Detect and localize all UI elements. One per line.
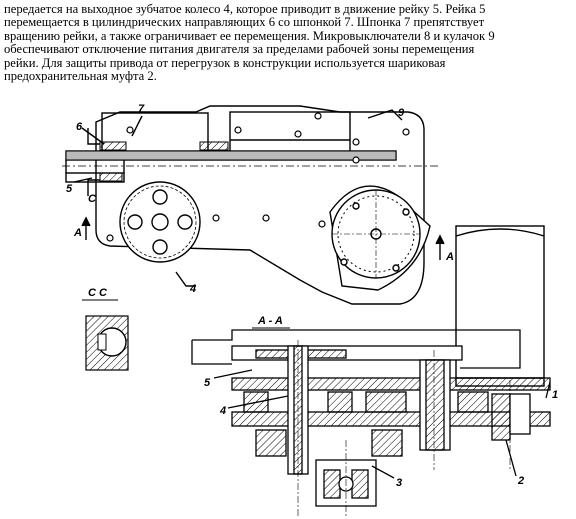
description-paragraph: передается на выходное зубчатое колесо 4… (4, 2, 570, 84)
section-mark-a-left: A (73, 227, 82, 239)
guide-blocks (65, 141, 397, 182)
section-mark-a-right: A (445, 251, 454, 263)
callout-4-aa: 4 (219, 405, 226, 417)
screw-holes (106, 112, 420, 242)
section-cc: C C (82, 287, 129, 371)
callout-2: 2 (517, 475, 524, 487)
section-aa: A - A (191, 315, 551, 516)
section-aa-label: A - A (257, 315, 283, 327)
motor-body (455, 225, 545, 387)
paragraph-line: предохранительная муфта 2. (4, 69, 157, 84)
callout-6: 6 (76, 121, 83, 133)
callout-3: 3 (396, 477, 402, 489)
callout-7: 7 (138, 103, 145, 115)
paragraph-line: рейки. Для защиты привода от перегрузок … (4, 55, 446, 70)
callout-4: 4 (189, 283, 196, 295)
section-markers (73, 109, 445, 287)
output-gear-4 (119, 181, 201, 263)
callout-9: 9 (398, 107, 405, 119)
paragraph-line: обеспечивают отключение питания двигател… (4, 42, 475, 57)
callout-labels: 6 7 9 5 4 C C A A (66, 103, 454, 295)
paragraph-line: вращению рейки, а также ограничивает ее … (4, 28, 495, 43)
callout-5-aa: 5 (204, 377, 211, 389)
callout-1: 1 (552, 389, 558, 401)
motor-flange (329, 185, 431, 291)
section-aa-callouts: 1 2 3 4 5 (204, 377, 558, 489)
paragraph-line: перемещается в цилиндрических направляющ… (4, 15, 485, 30)
paragraph-line: передается на выходное зубчатое колесо 4… (4, 2, 486, 16)
callout-5: 5 (66, 183, 73, 195)
section-cc-label: C C (88, 287, 108, 299)
section-mark-c-bottom: C (88, 193, 97, 205)
